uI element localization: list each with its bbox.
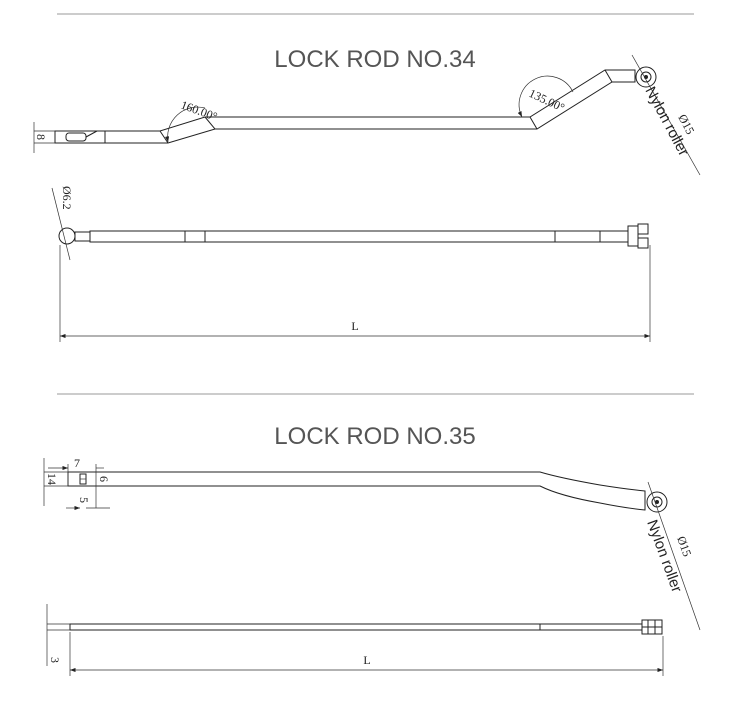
- rod34-side-view: 8 160.00° 135.00° Ø15 Nylon roller: [33, 54, 701, 176]
- rod35-dim-6: 6: [97, 476, 111, 482]
- rod35-top-view: 3 L: [46, 604, 664, 676]
- rod34-top-view: Ø6.2 L: [51, 186, 651, 342]
- rod34-clevis: [627, 223, 649, 249]
- rod34-nylon-roller: [635, 66, 657, 88]
- rod35-nylon-roller: [646, 491, 668, 513]
- rod35-title: LOCK ROD NO.35: [274, 423, 475, 450]
- rod35-dim-thickness: 3: [48, 657, 62, 663]
- rod35-dim-14: 14: [45, 473, 59, 485]
- rod35-dim-5: 5: [77, 497, 91, 503]
- rod35-clevis: [641, 619, 663, 635]
- rod34-eye-diameter: Ø6.2: [60, 186, 74, 210]
- rod35-roller-diameter: Ø15: [674, 534, 694, 558]
- rod35-length: L: [363, 653, 370, 667]
- rod34-title: LOCK ROD NO.34: [274, 46, 475, 73]
- rod34-length: L: [351, 319, 358, 333]
- rod35-roller-label: Nylon roller: [643, 518, 685, 595]
- rod34-dim-height: 8: [34, 134, 48, 140]
- rod34-eye: [58, 227, 76, 245]
- rod35-dim-7: 7: [74, 456, 80, 470]
- rod35-side-view: Ø15 Nylon roller 14 7 6 5: [43, 456, 701, 631]
